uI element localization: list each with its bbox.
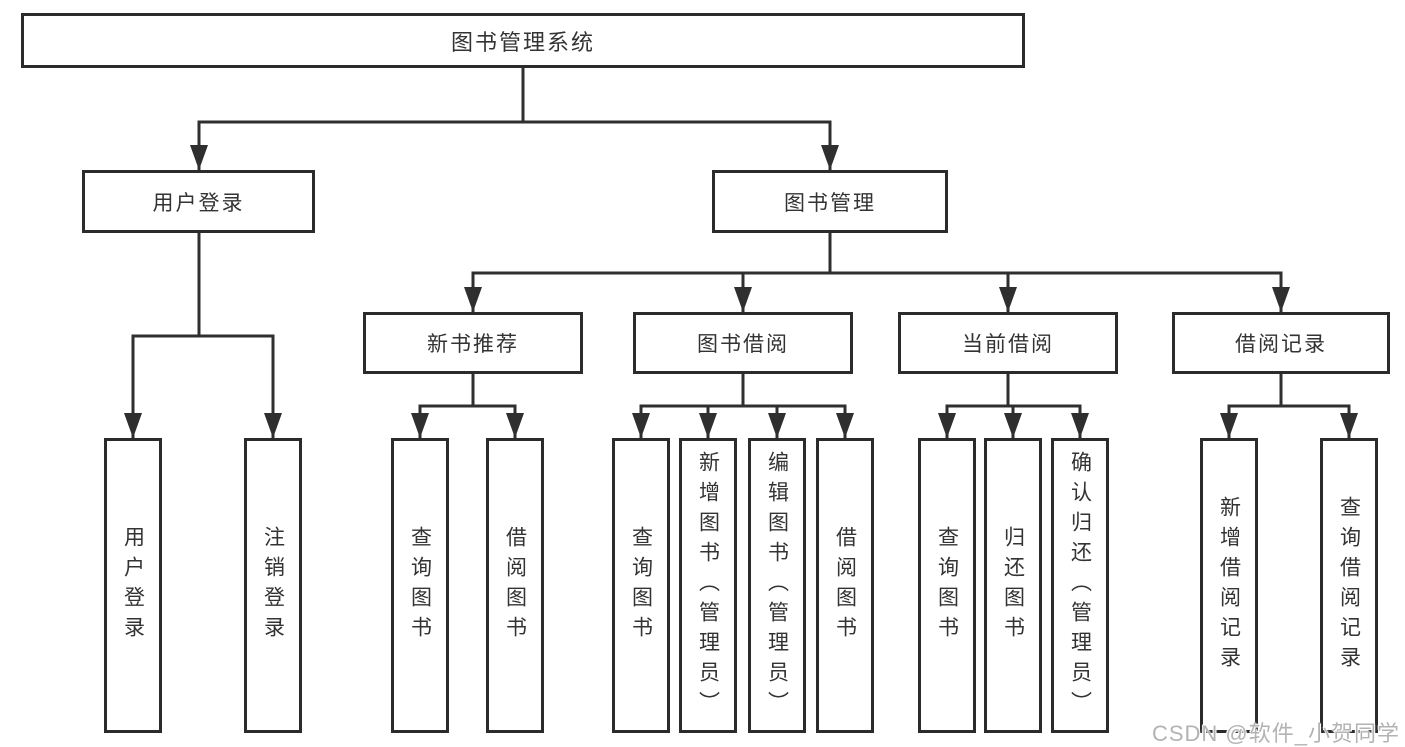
leaf-query-books: 查询图书 [391, 438, 449, 733]
node-current-borrowing: 当前借阅 [898, 312, 1118, 374]
leaf-return-book-label: 归还图书 [1001, 525, 1025, 646]
leaf-query-borrow-record: 查询借阅记录 [1320, 438, 1378, 733]
leaf-logout: 注销登录 [244, 438, 302, 733]
leaf-query-books-label: 查询图书 [629, 525, 653, 646]
node-root-label: 图书管理系统 [450, 29, 595, 55]
leaf-edit-book-admin-label: 编辑图书（管理员） [765, 450, 789, 721]
leaf-add-borrow-record-label: 新增借阅记录 [1217, 495, 1241, 676]
leaf-add-book-admin: 新增图书（管理员） [679, 438, 737, 733]
csdn-watermark: CSDN @软件_小贺同学 [1151, 721, 1400, 746]
node-book-management: 图书管理 [712, 170, 948, 233]
leaf-borrow-books: 借阅图书 [486, 438, 544, 733]
node-new-book-recommend-label: 新书推荐 [427, 333, 519, 356]
leaf-query-books: 查询图书 [918, 438, 976, 733]
leaf-edit-book-admin: 编辑图书（管理员） [748, 438, 806, 733]
node-new-book-recommend: 新书推荐 [363, 312, 583, 374]
node-current-borrowing-label: 当前借阅 [962, 333, 1054, 356]
leaf-borrow-books: 借阅图书 [816, 438, 874, 733]
node-borrowing-records-label: 借阅记录 [1235, 333, 1327, 356]
node-book-management-label: 图书管理 [784, 191, 876, 215]
leaf-user-login: 用户登录 [104, 438, 162, 733]
leaf-return-book: 归还图书 [984, 438, 1042, 733]
node-book-borrowing-label: 图书借阅 [697, 333, 789, 356]
node-user-login: 用户登录 [82, 170, 315, 233]
leaf-user-login-label: 用户登录 [121, 525, 145, 646]
leaf-query-borrow-record-label: 查询借阅记录 [1337, 495, 1361, 676]
leaf-query-books: 查询图书 [612, 438, 670, 733]
leaf-borrow-books-label: 借阅图书 [503, 525, 527, 646]
node-user-login-label: 用户登录 [152, 191, 245, 215]
leaf-confirm-return-admin: 确认归还（管理员） [1051, 438, 1109, 733]
node-borrowing-records: 借阅记录 [1172, 312, 1390, 374]
leaf-query-books-label: 查询图书 [408, 525, 432, 646]
leaf-query-books-label: 查询图书 [935, 525, 959, 646]
leaf-add-borrow-record: 新增借阅记录 [1200, 438, 1258, 733]
node-root: 图书管理系统 [21, 13, 1025, 68]
leaf-confirm-return-admin-label: 确认归还（管理员） [1068, 450, 1092, 721]
leaf-borrow-books-label: 借阅图书 [833, 525, 857, 646]
leaf-add-book-admin-label: 新增图书（管理员） [696, 450, 720, 721]
node-book-borrowing: 图书借阅 [633, 312, 853, 374]
leaf-logout-label: 注销登录 [261, 525, 285, 646]
